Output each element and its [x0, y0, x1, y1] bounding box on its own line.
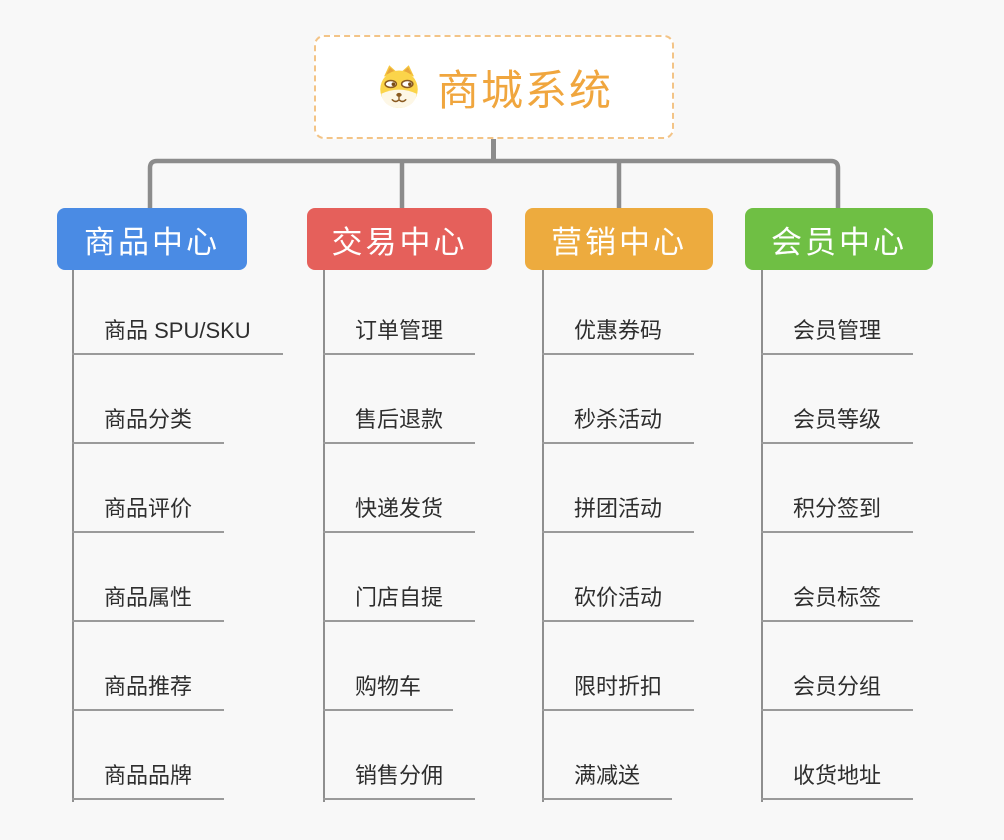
- branch-spine-line: [323, 270, 325, 802]
- branch-node-member-center[interactable]: 会员中心: [745, 208, 933, 270]
- leaf-node[interactable]: 销售分佣: [323, 754, 476, 800]
- leaf-node[interactable]: 会员等级: [761, 398, 914, 444]
- leaf-node[interactable]: 订单管理: [323, 309, 476, 355]
- root-node-title: 商城系统: [436, 66, 613, 114]
- leaf-node[interactable]: 砍价活动: [542, 576, 695, 622]
- leaf-node[interactable]: 商品品牌: [72, 754, 225, 800]
- leaf-node[interactable]: 售后退款: [323, 398, 476, 444]
- leaf-node[interactable]: 商品分类: [72, 398, 225, 444]
- leaf-node[interactable]: 会员管理: [761, 309, 914, 355]
- branch-node-trade-center[interactable]: 交易中心: [307, 208, 492, 270]
- leaf-node[interactable]: 积分签到: [761, 487, 914, 533]
- leaf-node[interactable]: 商品 SPU/SKU: [72, 309, 283, 355]
- branch-spine-line: [72, 270, 74, 802]
- leaf-node[interactable]: 拼团活动: [542, 487, 695, 533]
- leaf-node[interactable]: 收货地址: [761, 754, 914, 800]
- leaf-node[interactable]: 商品评价: [72, 487, 225, 533]
- branch-node-product-center[interactable]: 商品中心: [57, 208, 247, 270]
- doge-icon: [380, 65, 418, 108]
- branch-spine-line: [761, 270, 763, 802]
- leaf-node[interactable]: 满减送: [542, 754, 673, 800]
- leaf-node[interactable]: 会员标签: [761, 576, 914, 622]
- leaf-node[interactable]: 会员分组: [761, 665, 914, 711]
- leaf-node[interactable]: 商品属性: [72, 576, 225, 622]
- branch-spine-line: [542, 270, 544, 802]
- root-node-mall-system[interactable]: 商城系统: [314, 35, 674, 139]
- leaf-node[interactable]: 商品推荐: [72, 665, 225, 711]
- leaf-node[interactable]: 快递发货: [323, 487, 476, 533]
- leaf-node[interactable]: 优惠券码: [542, 309, 695, 355]
- leaf-node[interactable]: 限时折扣: [542, 665, 695, 711]
- branch-node-marketing-center[interactable]: 营销中心: [525, 208, 713, 270]
- leaf-node[interactable]: 购物车: [323, 665, 454, 711]
- leaf-node[interactable]: 秒杀活动: [542, 398, 695, 444]
- leaf-node[interactable]: 门店自提: [323, 576, 476, 622]
